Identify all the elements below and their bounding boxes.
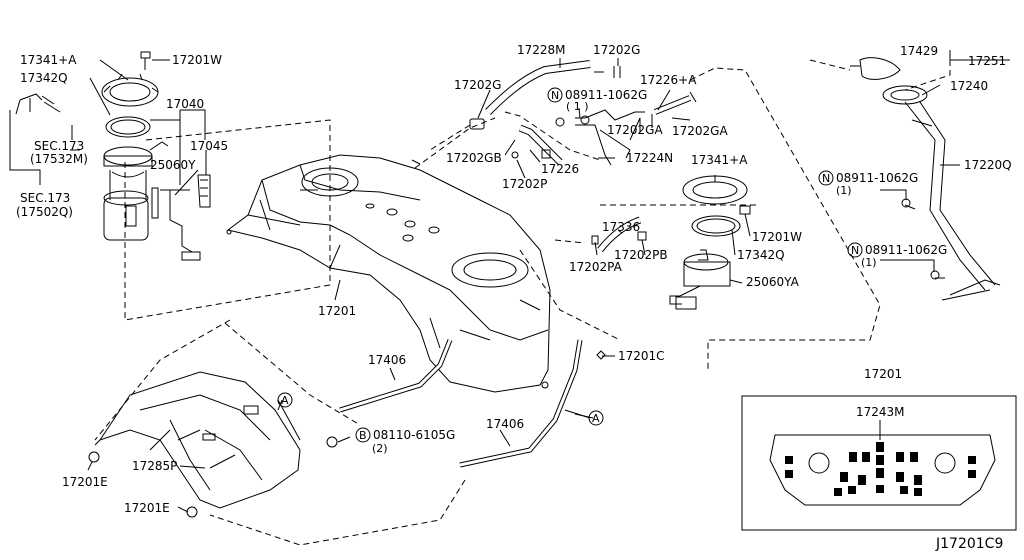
b-symbol: B [359, 429, 367, 442]
tank-straps [277, 339, 591, 468]
label-25060ya: 25060YA [746, 275, 800, 289]
marker-a-right: A [592, 412, 600, 425]
label-17202p: 17202P [502, 177, 547, 191]
label-sec173-b-2: (17502Q) [16, 205, 73, 219]
label-17341a-right: 17341+A [691, 153, 748, 167]
label-17240: 17240 [950, 79, 988, 93]
label-17406-right: 17406 [486, 417, 524, 431]
n-symbol-c: N [851, 244, 859, 257]
label-17406-left: 17406 [368, 353, 406, 367]
inset-panel [741, 395, 1017, 531]
label-17202pa: 17202PA [569, 260, 623, 274]
callout-circles [277, 87, 863, 443]
label-17045: 17045 [190, 139, 228, 153]
vent-hose-assembly [469, 60, 697, 166]
label-17228m: 17228M [517, 43, 566, 57]
label-17201-main: 17201 [318, 304, 356, 318]
n-symbol-b: N [822, 172, 830, 185]
label-17202ga-1: 17202GA [607, 123, 663, 137]
label-sec173-a-2: (17532M) [30, 152, 88, 166]
label-08911-c-qty: (1) [861, 256, 877, 269]
label-17201c: 17201C [618, 349, 665, 363]
label-17336: 17336 [602, 220, 640, 234]
label-17226a: 17226+A [640, 73, 697, 87]
label-17226: 17226 [541, 162, 579, 176]
label-17285p: 17285P [132, 459, 177, 473]
anti-slosh-pads [785, 442, 976, 496]
fuel-tank-body [226, 154, 551, 393]
label-17201w-right: 17201W [752, 230, 802, 244]
n-symbol-a: N [551, 89, 559, 102]
label-08911-b-qty: (1) [836, 184, 852, 197]
part-labels: 17341+A 17201W 17342Q 17040 SEC.173 (175… [16, 43, 1012, 552]
label-17040: 17040 [166, 97, 204, 111]
label-08110-qty: (2) [372, 442, 388, 455]
label-08911-a-qty: ( 1 ) [566, 100, 589, 113]
marker-a-left: A [281, 394, 289, 407]
label-17202g-mid: 17202G [454, 78, 501, 92]
label-17341a-left: 17341+A [20, 53, 77, 67]
fuel-filler-neck [850, 57, 1001, 301]
label-08110: 08110-6105G [373, 428, 455, 442]
heat-shield [94, 371, 301, 509]
label-17202ga-2: 17202GA [672, 124, 728, 138]
label-17202gb: 17202GB [446, 151, 502, 165]
label-17202g-top: 17202G [593, 43, 640, 57]
label-08911-b: 08911-1062G [836, 171, 918, 185]
label-17429: 17429 [900, 44, 938, 58]
label-17342q-right: 17342Q [737, 248, 785, 262]
inset-label-17243m: 17243M [856, 405, 905, 419]
label-17342q-left: 17342Q [20, 71, 68, 85]
label-17251: 17251 [968, 54, 1006, 68]
leader-lines [9, 50, 1010, 513]
label-17201e-bottom: 17201E [124, 501, 170, 515]
label-17202pb: 17202PB [614, 248, 668, 262]
drawing-code: J17201C9 [935, 536, 1003, 552]
fuel-pump-assembly-left [15, 51, 211, 261]
label-25060y: 25060Y [150, 158, 196, 172]
label-17224n: 17224N [626, 151, 673, 165]
label-08911-a: 08911-1062G [565, 88, 647, 102]
label-08911-c: 08911-1062G [865, 243, 947, 257]
label-sec173-a-1: SEC.173 [34, 139, 84, 153]
inset-label-17201: 17201 [864, 367, 902, 381]
label-sec173-b-1: SEC.173 [20, 191, 70, 205]
dashed-group-outlines [94, 59, 951, 546]
label-17201w-top: 17201W [172, 53, 222, 67]
fuel-pump-assembly-right [591, 175, 751, 310]
label-17201e-left: 17201E [62, 475, 108, 489]
label-17220q: 17220Q [964, 158, 1012, 172]
